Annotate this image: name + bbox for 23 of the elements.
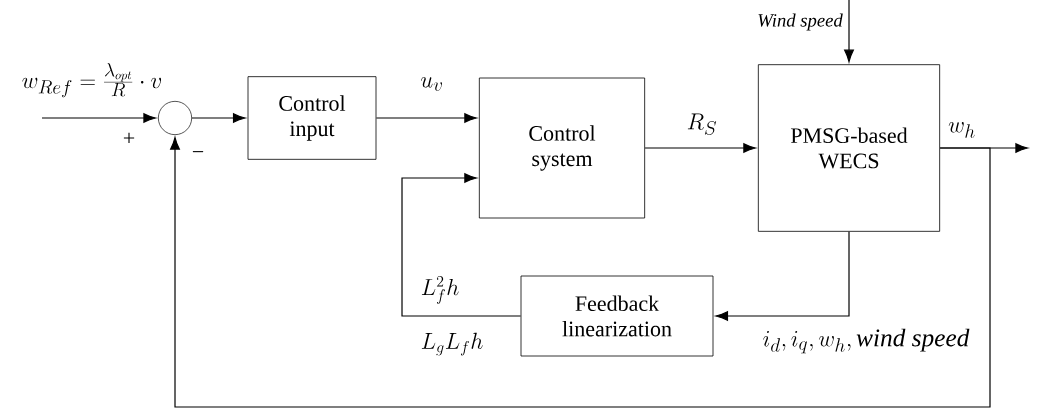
block-box: Feedback linearization	[520, 275, 714, 357]
arrow	[375, 113, 477, 123]
signal-label: $L_f^2 h$	[421, 275, 459, 304]
arrow	[844, 0, 854, 63]
edge-label: $w_h$	[948, 122, 975, 138]
arrow	[715, 231, 850, 321]
signal-label: $L_g L_f h$	[421, 332, 483, 356]
block-box: Control system	[478, 77, 646, 219]
block-box: PMSG-based WECS	[757, 64, 941, 232]
edge-label: $w_{Ref}=\frac{\lambda_{opt}}{R}\cdot v$	[22, 62, 162, 98]
block-box: Control input	[247, 76, 377, 160]
edge-label: $u_v$	[421, 77, 442, 91]
arrow	[170, 136, 991, 408]
edge-label: Wind speed	[758, 13, 843, 31]
arrow	[401, 173, 522, 317]
edge-label: $R_S$	[687, 113, 717, 135]
arrow	[644, 143, 756, 153]
edge-label: $i_d, i_q, w_h, \mathit{wind\ speed}$	[763, 328, 970, 354]
arrow	[41, 113, 157, 123]
summing-junction	[158, 101, 192, 135]
sign-label: +	[123, 132, 135, 144]
sign-label: −	[192, 151, 204, 153]
arrow	[191, 113, 246, 123]
